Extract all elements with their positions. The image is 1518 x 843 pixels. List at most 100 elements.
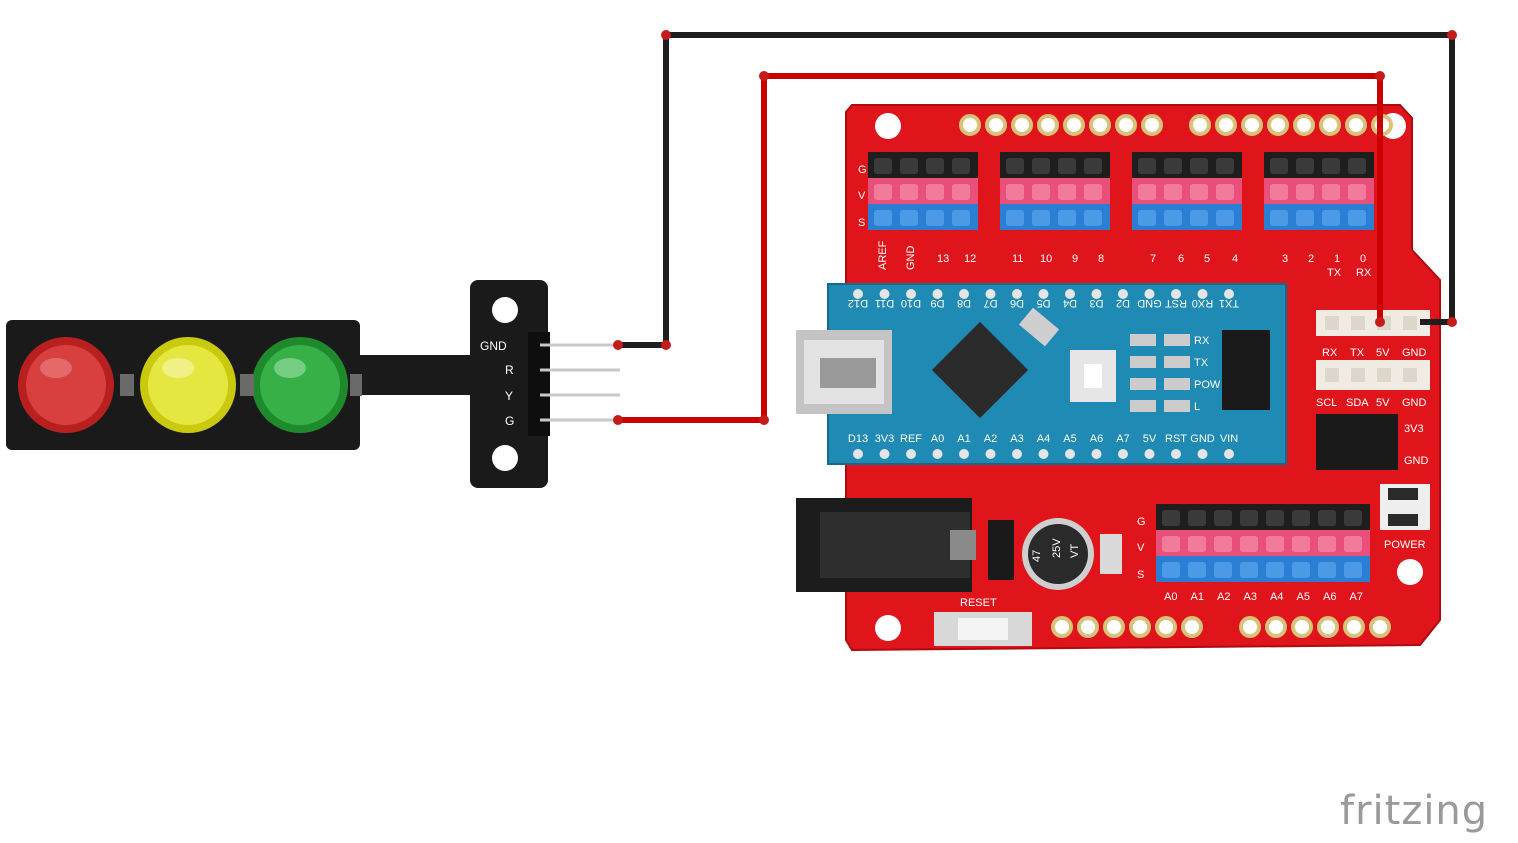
nano-led-label: POW bbox=[1194, 379, 1221, 391]
header-pin bbox=[900, 210, 918, 226]
analog-label: A2 bbox=[1217, 591, 1230, 603]
crystal bbox=[1018, 307, 1060, 347]
nano-pin bbox=[1118, 289, 1128, 299]
nano-pin bbox=[959, 289, 969, 299]
digital-label: 0 bbox=[1360, 253, 1366, 265]
header-pin bbox=[952, 210, 970, 226]
nano-pin bbox=[1038, 449, 1049, 459]
top-pad bbox=[1037, 114, 1059, 136]
nano-led-resistor bbox=[1164, 378, 1190, 390]
nano-pin bbox=[1065, 289, 1075, 299]
header-pin bbox=[1322, 184, 1340, 200]
nano-bottom-pin-label: D13 bbox=[848, 433, 868, 445]
nano-bottom-pin-label: A5 bbox=[1063, 433, 1076, 445]
gvs-headers-top bbox=[868, 152, 1374, 230]
bottom-pad bbox=[1103, 616, 1125, 638]
bottom-pad bbox=[1077, 616, 1099, 638]
pin-header bbox=[528, 332, 550, 436]
digital-label: 2 bbox=[1308, 253, 1314, 265]
top-pad bbox=[1011, 114, 1033, 136]
header-pin bbox=[1058, 184, 1076, 200]
header-pin bbox=[1164, 210, 1182, 226]
header-pin bbox=[1162, 536, 1180, 552]
header-pin bbox=[926, 158, 944, 174]
nano-led bbox=[1130, 334, 1156, 346]
nano-pin bbox=[1118, 449, 1128, 459]
digital-label: 4 bbox=[1232, 253, 1238, 265]
header-pin bbox=[1292, 510, 1310, 526]
header-pin bbox=[1190, 184, 1208, 200]
nano-bottom-pin-label: A4 bbox=[1037, 433, 1050, 445]
row-label-g-2: G bbox=[1137, 516, 1146, 528]
digital-label: 1 bbox=[1334, 253, 1340, 265]
nano-top-pin-label: TX1 bbox=[1219, 297, 1239, 309]
header-pin bbox=[952, 158, 970, 174]
digital-label: 6 bbox=[1178, 253, 1184, 265]
header-pin bbox=[900, 184, 918, 200]
header-pin bbox=[1270, 158, 1288, 174]
header-pin bbox=[1190, 158, 1208, 174]
header-pin bbox=[1216, 184, 1234, 200]
nano-led-resistor bbox=[1164, 400, 1190, 412]
digital-label: 3 bbox=[1282, 253, 1288, 265]
bottom-pad bbox=[1291, 616, 1313, 638]
bottom-pad bbox=[1369, 616, 1391, 638]
header-pin bbox=[1292, 536, 1310, 552]
header-pin bbox=[1318, 536, 1336, 552]
top-pads bbox=[959, 114, 1393, 136]
header-pin bbox=[1266, 510, 1284, 526]
header-pin bbox=[1058, 210, 1076, 226]
header-pin bbox=[1188, 510, 1206, 526]
bottom-pad bbox=[1181, 616, 1203, 638]
digital-label: 7 bbox=[1150, 253, 1156, 265]
header-pin bbox=[1188, 536, 1206, 552]
nano-pin bbox=[1144, 289, 1155, 299]
top-pad bbox=[1063, 114, 1085, 136]
shield-hole-3 bbox=[1397, 559, 1423, 585]
cap-line-1: 47 bbox=[1031, 550, 1043, 562]
led-yellow bbox=[140, 337, 236, 433]
top-pad bbox=[1115, 114, 1137, 136]
mount-hole-bottom bbox=[492, 445, 518, 471]
bottom-pad bbox=[1265, 616, 1287, 638]
header-pin bbox=[1032, 158, 1050, 174]
analog-label: A4 bbox=[1270, 591, 1283, 603]
header-pin bbox=[900, 158, 918, 174]
header-pin bbox=[1162, 562, 1180, 578]
header-pins bbox=[540, 343, 620, 422]
header-pin bbox=[874, 184, 892, 200]
header-pin bbox=[1138, 158, 1156, 174]
nano-bottom-pin-label: A1 bbox=[957, 433, 970, 445]
header-pin bbox=[1214, 562, 1232, 578]
row-label-v: V bbox=[858, 190, 866, 202]
wire-gnd bbox=[618, 32, 1455, 348]
header-pin bbox=[1216, 158, 1234, 174]
nano-pin bbox=[853, 449, 863, 459]
digital-label: 5 bbox=[1204, 253, 1210, 265]
header-pin bbox=[1164, 184, 1182, 200]
header-power bbox=[1316, 414, 1398, 470]
nano-pin bbox=[853, 289, 863, 299]
nano-bottom-pin-label: RST bbox=[1165, 433, 1187, 445]
pin-label-y: Y bbox=[505, 389, 513, 403]
i2c-pin bbox=[1403, 368, 1417, 382]
led-green bbox=[252, 337, 348, 433]
header-pin bbox=[1322, 158, 1340, 174]
mount-hole-top bbox=[492, 297, 518, 323]
nano-pin bbox=[1197, 289, 1208, 299]
digital-label: 11 bbox=[1012, 253, 1023, 265]
header-pin bbox=[926, 210, 944, 226]
resistor-3 bbox=[350, 374, 362, 396]
bottom-pad bbox=[1317, 616, 1339, 638]
row-label-v-2: V bbox=[1137, 542, 1145, 554]
nano-pin bbox=[1038, 289, 1049, 299]
header-pin bbox=[1216, 210, 1234, 226]
header-pin bbox=[1138, 184, 1156, 200]
label-3v3: 3V3 bbox=[1404, 423, 1424, 435]
uart-pin bbox=[1403, 316, 1417, 330]
nano-top-pin-label: RST bbox=[1165, 297, 1187, 309]
top-pad bbox=[1345, 114, 1367, 136]
